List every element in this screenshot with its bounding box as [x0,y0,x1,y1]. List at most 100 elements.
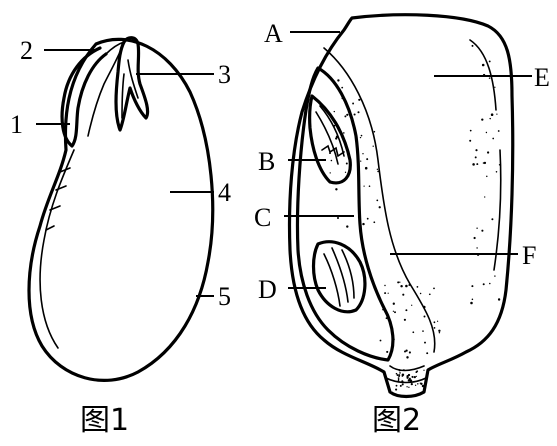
stipple-dot [337,217,339,219]
stipple-dot [406,377,408,379]
stipple-dot [483,162,485,164]
stipple-dot [476,247,477,248]
stipple-dot [483,283,485,285]
figure1-label-5: 5 [218,282,231,311]
stipple-dot [422,330,424,332]
stipple-dot [472,299,474,301]
figure1-label-3: 3 [218,60,231,89]
stipple-dot [481,230,483,232]
stipple-dot [384,285,385,286]
stipple-dot [377,169,378,170]
stipple-dot [395,389,397,391]
stipple-dot [360,160,361,161]
stipple-dot [374,131,376,133]
stipple-dot [476,227,477,228]
stipple-dot [367,218,369,220]
stipple-dot [496,171,498,173]
stipple-dot [438,330,440,332]
stipple-dot [335,188,337,190]
stipple-dot [491,113,494,116]
stipple-dot [426,352,428,354]
stipple-dot [344,115,346,117]
stipple-dot [394,311,396,313]
stipple-dot [491,218,493,220]
stipple-dot [358,216,359,217]
stipple-dot [345,172,346,173]
stipple-dot [489,77,491,79]
stipple-dot [398,374,400,376]
stipple-dot [416,376,417,377]
stipple-dot [373,221,375,223]
stipple-dot [380,340,382,342]
stipple-dot [406,356,408,358]
stipple-dot [365,167,368,170]
stipple-dot [437,321,438,322]
stipple-dot [405,309,407,311]
stipple-dot [486,176,487,177]
stipple-dot [494,275,495,276]
stipple-dot [393,338,395,340]
stipple-dot [329,152,331,154]
stipple-dot [408,374,410,376]
stipple-dot [377,171,379,173]
stipple-dot [414,376,416,378]
stipple-dot [402,294,404,296]
stipple-dot [401,380,403,382]
stipple-dot [396,373,398,375]
stipple-dot [396,385,398,387]
stipple-dot [402,383,404,385]
stipple-dot [422,385,425,388]
stipple-dot [399,376,400,377]
stipple-dot [406,386,407,387]
stipple-dot [469,140,471,142]
stipple-dot [489,118,490,119]
stipple-dot [470,130,472,132]
stipple-dot [397,281,399,283]
stipple-dot [393,311,394,312]
stipple-dot [354,113,356,115]
figure1-bean-seed: 1 2 3 4 5 图1 [10,36,231,438]
figure2-label-B: B [258,147,275,176]
stipple-dot [423,306,426,309]
stipple-dot [423,370,424,371]
stipple-dot [489,60,491,62]
stipple-dot [405,285,408,288]
figure1-label-1: 1 [10,110,23,139]
stipple-dot [341,87,343,89]
figure1-label-2: 2 [20,36,33,65]
stipple-dot [416,370,418,372]
stipple-dot [346,225,348,227]
figure1-caption: 图1 [80,403,129,438]
stipple-dot [346,114,348,116]
stipple-dot [409,351,411,353]
stipple-dot [399,372,401,374]
stipple-dot [361,135,363,137]
stipple-dot [346,163,348,165]
corn-endosperm-stipple [329,45,500,391]
stipple-dot [357,111,359,113]
stipple-dot [399,282,400,283]
stipple-dot [415,385,416,386]
stipple-dot [439,332,440,333]
stipple-dot [393,303,395,305]
bean-seed-coat-outline [29,39,213,380]
stipple-dot [472,45,474,47]
stipple-dot [360,137,361,138]
stipple-dot [476,163,478,165]
stipple-dot [481,118,483,120]
stipple-dot [499,164,501,166]
stipple-dot [352,103,354,105]
stipple-dot [489,283,491,285]
stipple-dot [487,151,489,153]
stipple-dot [398,379,399,380]
stipple-dot [475,149,477,151]
figure2-caption: 图2 [372,403,421,438]
stipple-dot [498,130,500,132]
stipple-dot [397,374,399,376]
figure2-label-D: D [258,275,277,304]
bean-plumule [116,38,148,130]
stipple-dot [341,97,343,99]
stipple-dot [484,196,485,197]
